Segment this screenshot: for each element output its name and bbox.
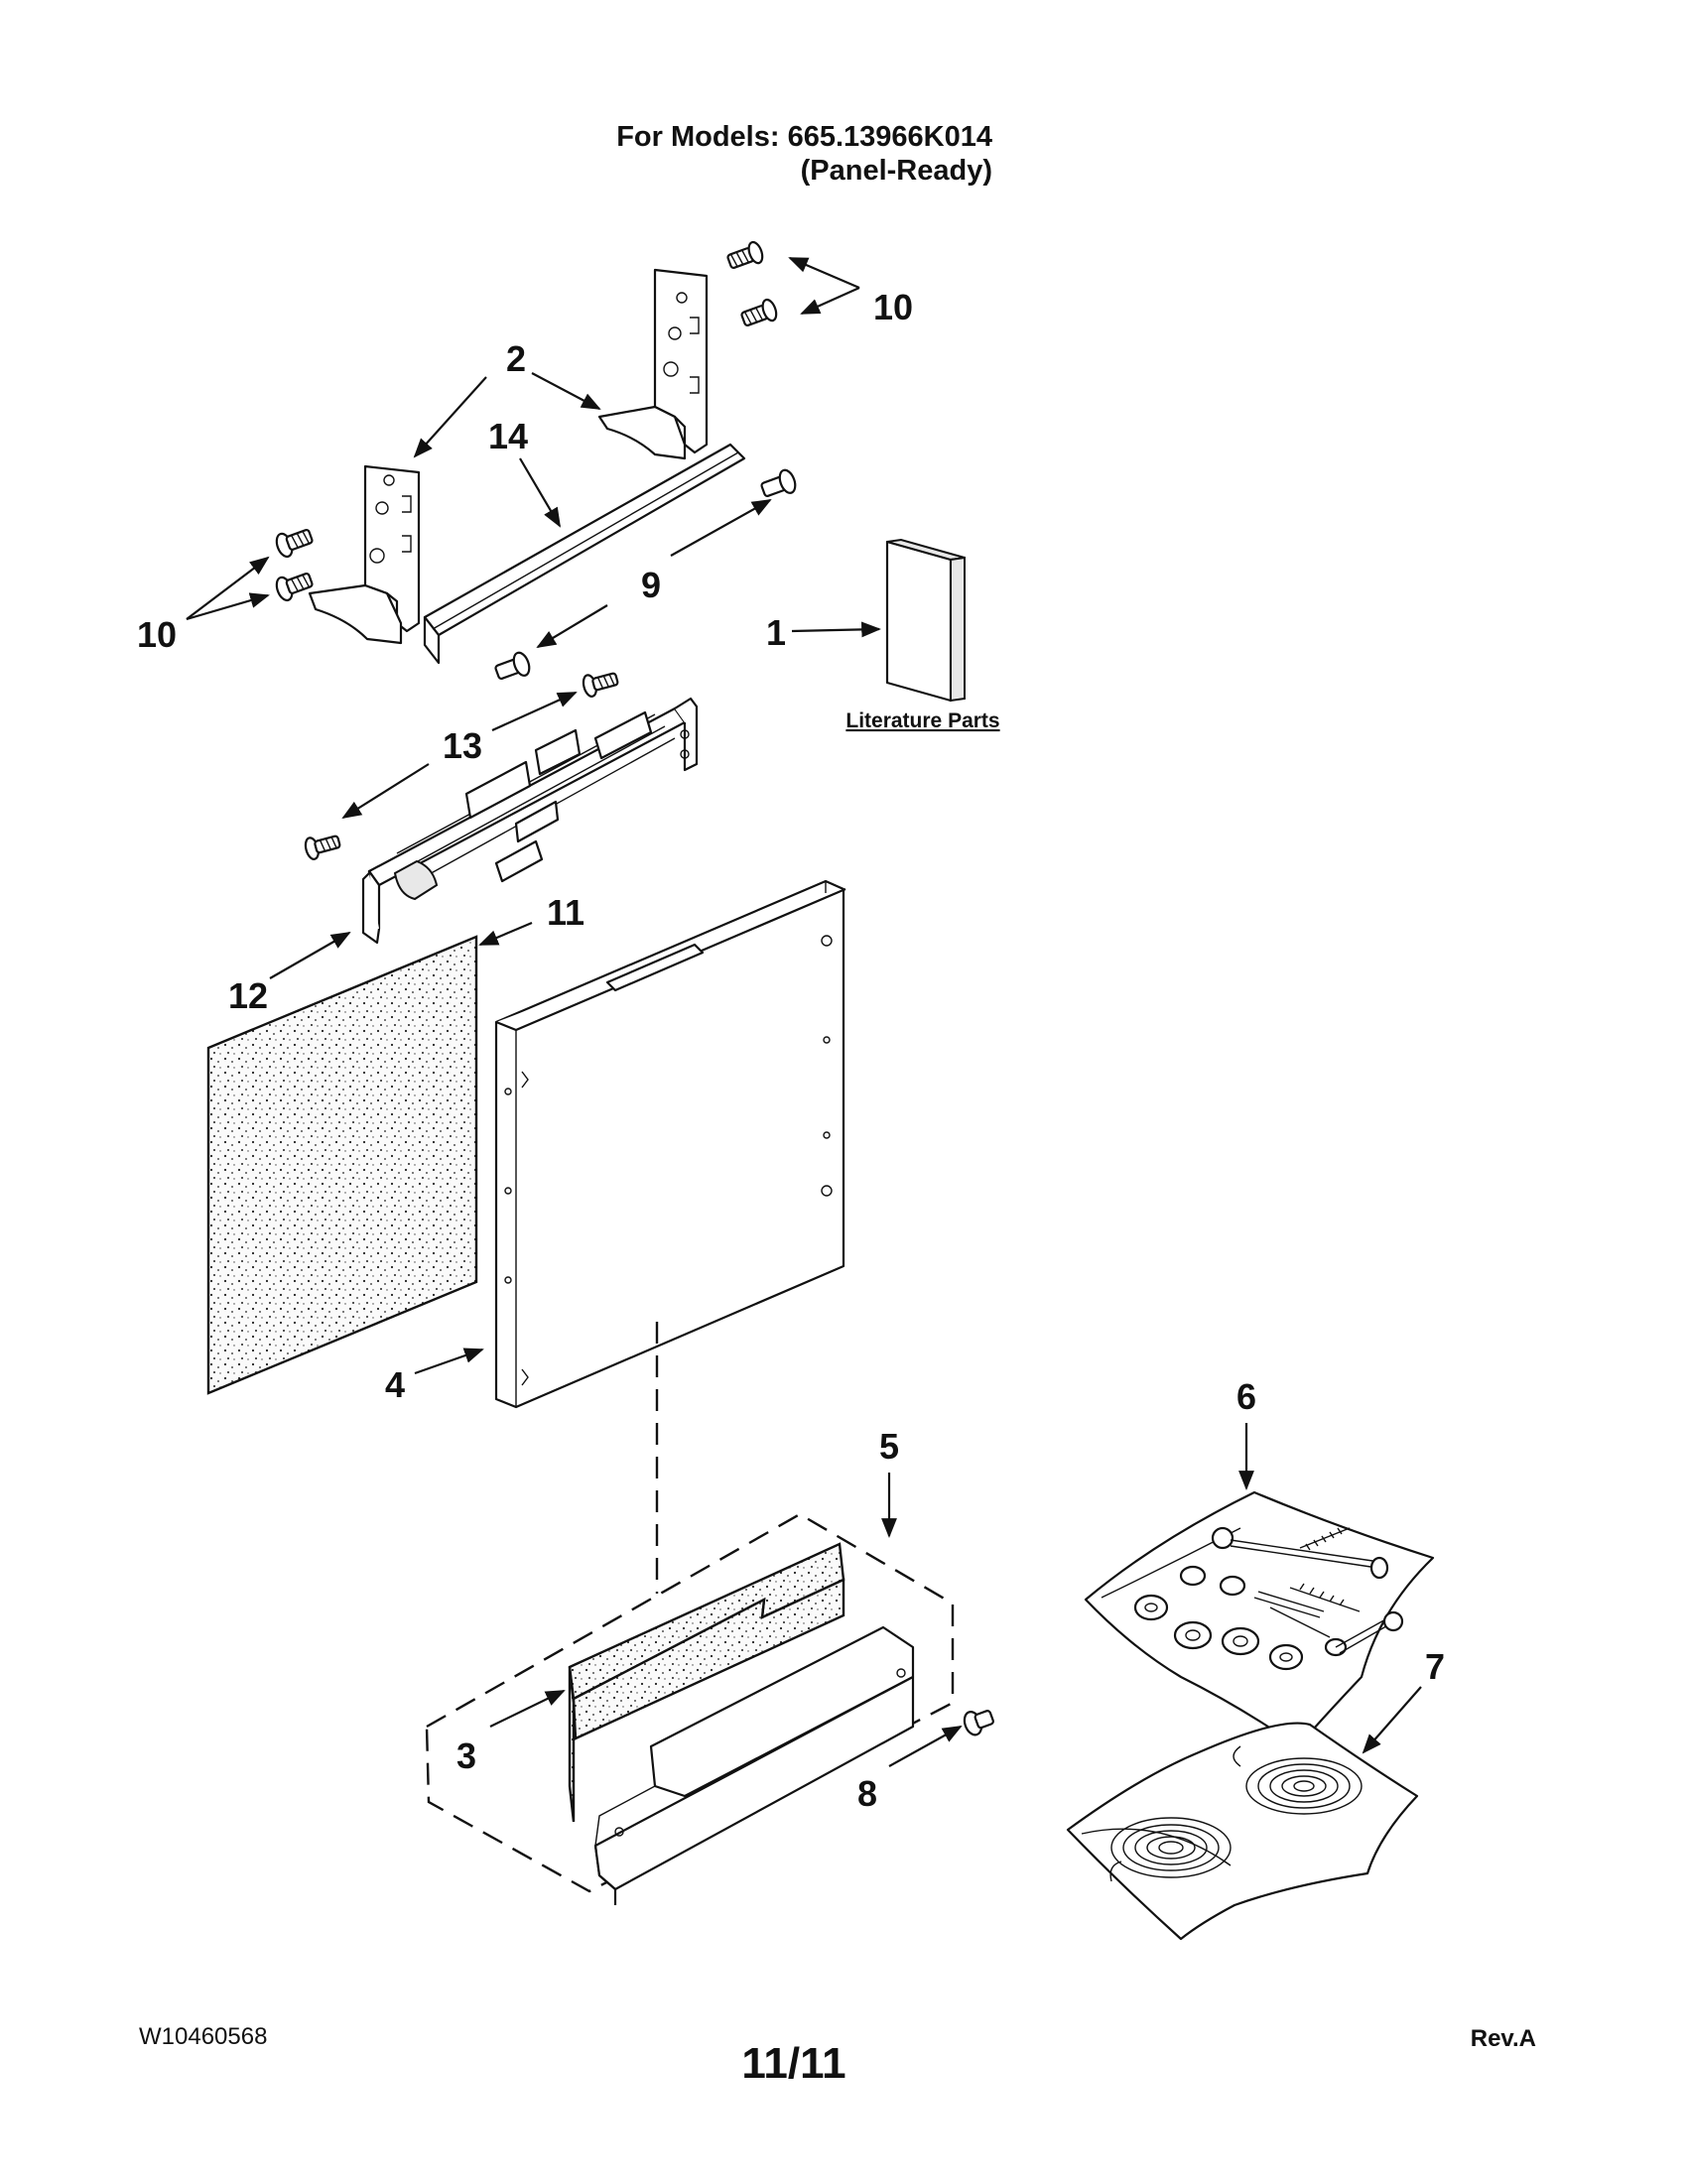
callout-10-top: 10 <box>873 287 913 327</box>
callout-8: 8 <box>857 1773 877 1814</box>
callout-5: 5 <box>879 1426 899 1467</box>
callout-11: 11 <box>547 892 584 933</box>
variant-line: (Panel-Ready) <box>801 155 992 187</box>
callout-9: 9 <box>641 565 661 605</box>
coil-right <box>1245 1757 1363 1815</box>
page-number: 11/11 <box>741 2039 845 2088</box>
revision: Rev.A <box>1471 2025 1536 2052</box>
hardware-bag <box>1084 1490 1435 1748</box>
screw-8 <box>963 1710 994 1736</box>
coil-bag <box>1066 1722 1419 1941</box>
hinge-bracket-right <box>597 268 709 460</box>
callout-14: 14 <box>488 416 528 456</box>
callout-13: 13 <box>443 725 482 766</box>
kickplate <box>593 1625 915 1905</box>
screws-13 <box>304 672 619 860</box>
literature-booklet <box>885 538 966 703</box>
leader-lines <box>186 256 1422 1767</box>
kickplate-kit-outline <box>425 1512 955 1893</box>
latch-assembly <box>361 697 699 945</box>
foam-strip-edge <box>568 1666 576 1823</box>
screws-9 <box>494 468 797 680</box>
coil-left <box>1110 1817 1232 1878</box>
models-line: For Models: 665.13966K014 <box>616 121 992 153</box>
callout-6: 6 <box>1236 1376 1256 1417</box>
foam-strip-face <box>572 1578 845 1740</box>
channel-brace <box>423 443 746 665</box>
callout-12: 12 <box>228 975 268 1016</box>
screws-10-left <box>275 529 314 602</box>
callout-4: 4 <box>385 1364 405 1405</box>
callout-1: 1 <box>766 612 786 653</box>
screws-10-top <box>726 240 778 326</box>
literature-parts-label: Literature Parts <box>845 709 999 732</box>
callout-10-left: 10 <box>137 614 177 655</box>
foam-insulation-panel <box>206 935 478 1395</box>
door-panel <box>494 879 846 1409</box>
doc-number: W10460568 <box>139 2023 267 2050</box>
hinge-bracket-left <box>308 464 421 645</box>
callout-2: 2 <box>506 338 526 379</box>
callout-7: 7 <box>1425 1646 1445 1687</box>
callout-3: 3 <box>456 1735 476 1776</box>
